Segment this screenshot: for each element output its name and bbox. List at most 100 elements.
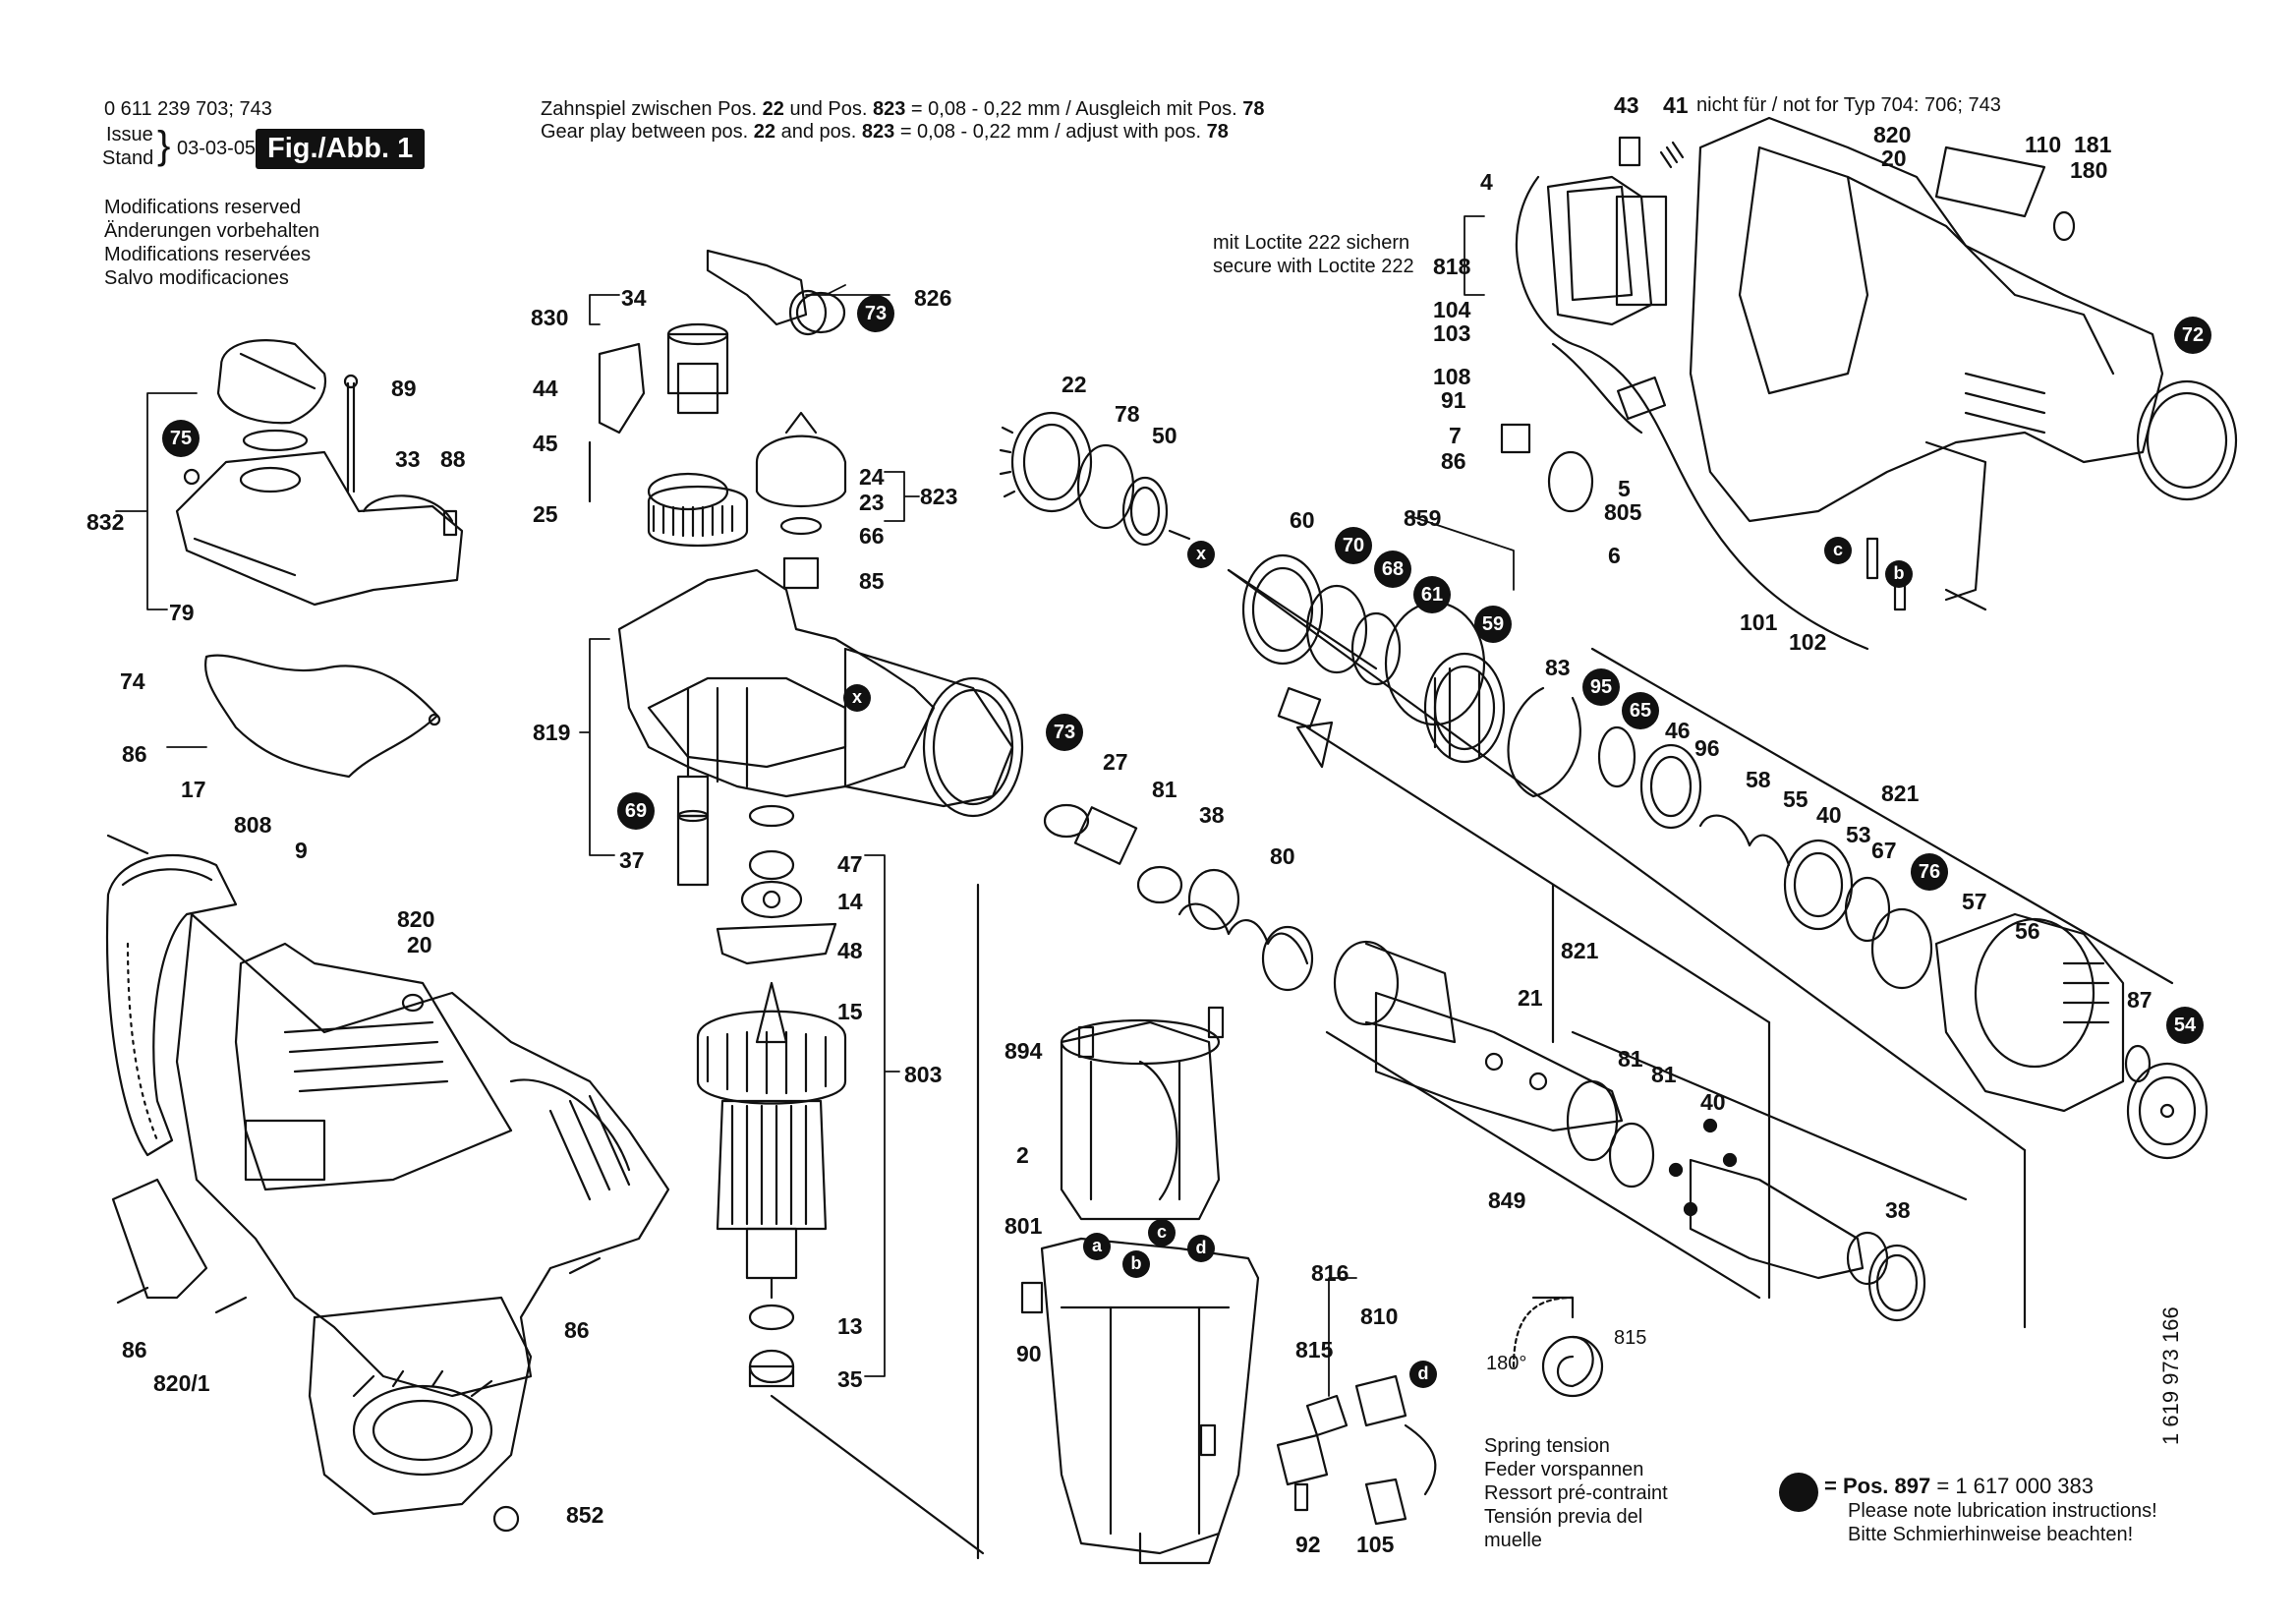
- label-44: 44: [533, 376, 558, 401]
- bubble-95: 95: [1582, 668, 1620, 706]
- label-79: 79: [169, 600, 195, 625]
- label-40-b: 40: [1700, 1089, 1726, 1115]
- label-60: 60: [1290, 507, 1315, 533]
- gear-cover-part: [175, 450, 464, 607]
- marker-d: d: [1187, 1235, 1215, 1262]
- label-21: 21: [1518, 985, 1543, 1011]
- label-17: 17: [181, 777, 206, 802]
- label-103: 103: [1433, 320, 1471, 346]
- label-180: 180: [2070, 157, 2108, 183]
- brush-part: [1305, 1394, 1349, 1437]
- stand-label: Stand: [102, 147, 154, 169]
- label-80: 80: [1270, 843, 1295, 869]
- label-66: 66: [859, 523, 885, 549]
- bevel-gear-part: [755, 435, 847, 507]
- marker-c-2: c: [1824, 537, 1852, 564]
- label-23: 23: [859, 490, 885, 515]
- capacitor-part: [1547, 450, 1594, 513]
- label-74: 74: [120, 668, 145, 694]
- label-85: 85: [859, 568, 885, 594]
- label-86-a: 86: [122, 741, 147, 767]
- gasket-part: [203, 654, 439, 779]
- label-25: 25: [533, 501, 558, 527]
- side-clip-part: [111, 1178, 208, 1300]
- label-88: 88: [440, 446, 466, 472]
- label-35: 35: [837, 1366, 863, 1392]
- modifications-0: Modifications reserved: [104, 197, 302, 218]
- label-86-c: 86: [564, 1317, 590, 1343]
- housing-group: [105, 834, 670, 1533]
- spring-tension-icon: [1512, 1296, 1604, 1398]
- marker-c: c: [1148, 1219, 1176, 1247]
- marker-b-2: b: [1885, 560, 1913, 588]
- label-57: 57: [1962, 889, 1987, 914]
- label-38-a: 38: [1199, 802, 1225, 828]
- spur-gear-part: [647, 485, 749, 548]
- bubble-73-b: 73: [1046, 714, 1083, 751]
- bearing-plate-part: [716, 922, 837, 965]
- label-86-b: 86: [122, 1337, 147, 1363]
- seal-ring-part: [2136, 379, 2238, 501]
- guide-tube-part: [843, 647, 1014, 808]
- clutch-gear-part: [1010, 411, 1093, 513]
- spring-tension-4: muelle: [1484, 1530, 1542, 1551]
- label-38-b: 38: [1885, 1197, 1911, 1223]
- label-20-a: 20: [407, 932, 432, 957]
- label-81-c: 81: [1651, 1062, 1677, 1087]
- label-67: 67: [1871, 838, 1897, 863]
- tool-chuck-group: [1227, 553, 2209, 1329]
- label-849: 849: [1488, 1188, 1526, 1213]
- bearing-part: [748, 849, 795, 881]
- label-58: 58: [1746, 767, 1771, 792]
- label-55: 55: [1783, 786, 1808, 812]
- spring-angle: 180°: [1486, 1353, 1527, 1374]
- bubble-72: 72: [2174, 317, 2211, 354]
- gearbox-housing-part: [617, 568, 936, 798]
- label-87: 87: [2127, 987, 2152, 1013]
- label-823: 823: [920, 484, 958, 509]
- label-78: 78: [1115, 401, 1140, 427]
- label-90: 90: [1016, 1341, 1042, 1366]
- label-34: 34: [621, 285, 647, 311]
- issue-date: 03-03-05: [177, 138, 257, 159]
- modifications-1: Änderungen vorbehalten: [104, 220, 320, 242]
- label-808: 808: [234, 812, 272, 838]
- label-894: 894: [1004, 1038, 1043, 1064]
- label-810: 810: [1360, 1304, 1399, 1329]
- spring-tension-1: Feder vorspannen: [1484, 1459, 1644, 1480]
- label-820-a: 820: [397, 906, 435, 932]
- spring-part: [1177, 902, 1309, 965]
- lubrication-line3: Bitte Schmierhinweise beachten!: [1848, 1524, 2134, 1545]
- leader-lines: [115, 215, 1515, 1397]
- label-81-b: 81: [1618, 1046, 1643, 1072]
- spring-tension-2: Ressort pré-contraint: [1484, 1482, 1668, 1504]
- label-13: 13: [837, 1313, 863, 1339]
- bubble-65: 65: [1622, 692, 1659, 729]
- label-852: 852: [566, 1502, 604, 1528]
- label-818: 818: [1433, 254, 1471, 279]
- label-20-b: 20: [1881, 145, 1907, 171]
- label-110: 110: [2025, 132, 2062, 157]
- lubrication-pos: = Pos. 897 = 1 617 000 383: [1824, 1474, 2095, 1498]
- label-27: 27: [1103, 749, 1128, 775]
- label-53: 53: [1846, 822, 1871, 847]
- bubble-61: 61: [1413, 576, 1451, 613]
- label-816: 816: [1311, 1260, 1349, 1286]
- label-815: 815: [1295, 1337, 1334, 1363]
- label-33: 33: [395, 446, 421, 472]
- label-821-b: 821: [1561, 938, 1599, 963]
- label-81-a: 81: [1152, 777, 1177, 802]
- tool-holder-part: [1689, 1158, 1865, 1280]
- label-43: 43: [1614, 92, 1639, 118]
- label-805: 805: [1604, 499, 1642, 525]
- housing-body-part: [175, 912, 670, 1398]
- bracket-part: [598, 342, 646, 435]
- bubble-73: 73: [857, 295, 894, 332]
- label-105: 105: [1356, 1532, 1395, 1557]
- label-45: 45: [533, 431, 558, 456]
- switch-group: [1500, 116, 2238, 651]
- modifications-2: Modifications reservées: [104, 244, 312, 265]
- label-830: 830: [531, 305, 569, 330]
- figure-badge: Fig./Abb. 1: [256, 129, 426, 169]
- label-801: 801: [1004, 1213, 1043, 1239]
